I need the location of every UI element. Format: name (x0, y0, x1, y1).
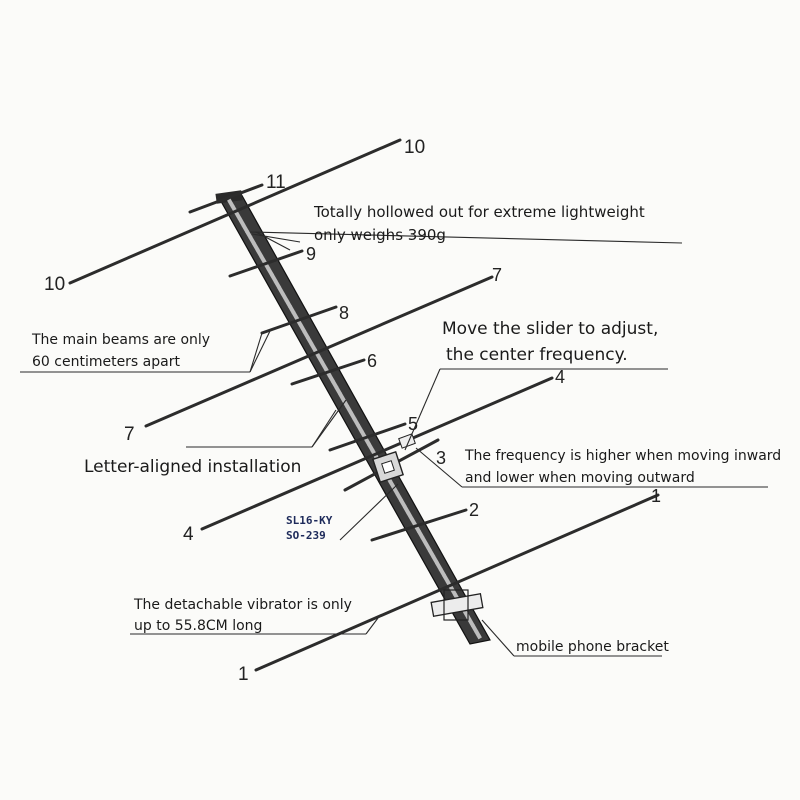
label-4-left: 4 (183, 524, 194, 545)
element-5 (328, 422, 407, 452)
slider-block (371, 433, 416, 484)
phone-bracket (430, 589, 484, 621)
callout-hollow-line2: only weighs 390g (314, 226, 446, 244)
label-5: 5 (408, 414, 418, 434)
callout-bracket: mobile phone bracket (516, 639, 669, 655)
element-10 (68, 138, 402, 285)
callout-letter: Letter-aligned installation (84, 457, 301, 477)
leader-lines (20, 231, 768, 657)
label-6: 6 (367, 351, 377, 371)
element-6 (290, 358, 366, 386)
element-1 (254, 493, 660, 672)
element-9 (228, 249, 304, 278)
callout-beams-line2: 60 centimeters apart (32, 354, 180, 370)
callout-slider-line1: Move the slider to adjust, (442, 319, 658, 339)
model-name: SL16-KY (286, 514, 333, 527)
label-10-left: 10 (44, 274, 65, 295)
callout-freq-line1: The frequency is higher when moving inwa… (464, 448, 781, 464)
label-4-right: 4 (555, 367, 565, 387)
model-connector: SO-239 (286, 529, 326, 542)
callout-beams-line1: The main beams are only (31, 332, 210, 348)
element-4 (200, 376, 554, 531)
element-7 (144, 275, 494, 428)
label-1-left: 1 (238, 664, 249, 685)
callout-freq-line2: and lower when moving outward (465, 470, 695, 486)
label-9: 9 (306, 244, 316, 264)
label-1-right: 1 (651, 486, 661, 506)
elements (68, 138, 660, 672)
label-7-right: 7 (492, 265, 502, 285)
label-3: 3 (436, 448, 446, 468)
callout-vibrator-line2: up to 55.8CM long (134, 618, 262, 634)
label-2: 2 (469, 500, 479, 520)
label-8: 8 (339, 303, 349, 323)
callout-vibrator-line1: The detachable vibrator is only (133, 597, 352, 613)
callout-hollow-line1: Totally hollowed out for extreme lightwe… (313, 203, 645, 221)
callout-slider-line2: the center frequency. (446, 345, 628, 365)
label-11: 11 (266, 172, 286, 193)
label-10-top: 10 (404, 137, 425, 158)
element-2 (370, 508, 468, 542)
element-11 (188, 183, 264, 214)
element-8 (260, 305, 338, 335)
callouts: Totally hollowed out for extreme lightwe… (31, 203, 781, 655)
label-7-left: 7 (124, 424, 135, 445)
element-numbers: 10 10 11 9 8 7 7 6 5 4 4 3 2 1 1 (44, 137, 661, 685)
